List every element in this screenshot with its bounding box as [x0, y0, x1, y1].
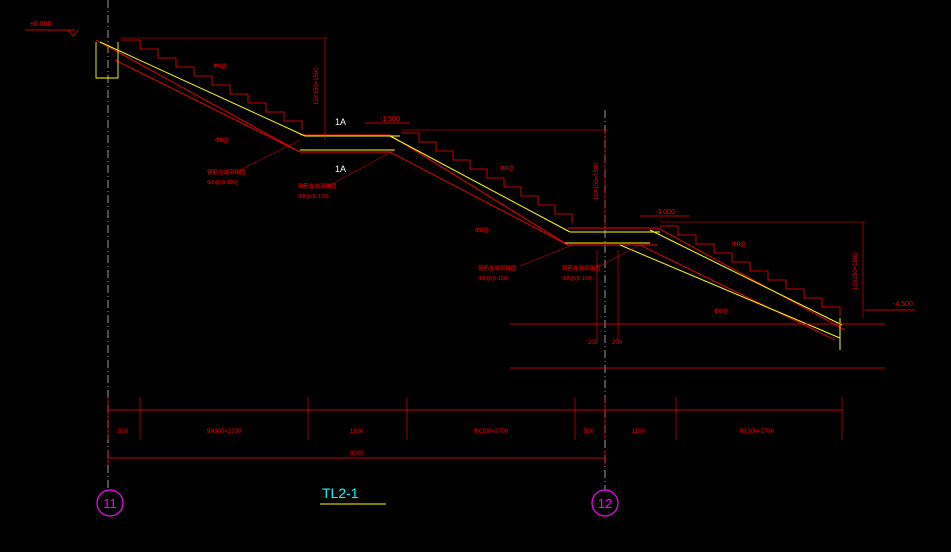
- note-line: 钢筋在端部锚固: [562, 264, 601, 272]
- leader-line: [239, 139, 301, 171]
- rebar-label: Φ8@: [215, 138, 229, 144]
- elevation-label: -1.500: [380, 116, 400, 123]
- note-line: Φ8@(8-100): [562, 276, 593, 282]
- dimension-label: 500: [584, 429, 595, 435]
- dimension-label: 1100: [632, 429, 646, 435]
- rebar-label: Φ8@: [500, 166, 514, 172]
- flight-height-label: 10X150=1500: [314, 67, 320, 105]
- dimension-label: 9X300=2700: [474, 429, 509, 435]
- axis-label: 11: [103, 496, 117, 511]
- elevation-label: ±0.000: [30, 21, 51, 28]
- axis-label: 12: [598, 496, 612, 511]
- note-line: Φ8@(8-100): [207, 180, 238, 186]
- drawing-title: TL2-1: [322, 485, 359, 501]
- slab-line: [657, 227, 846, 331]
- rebar-label: Φ8@: [732, 242, 746, 248]
- small-dimension-label: 200: [612, 340, 623, 346]
- section-mark: 1A: [335, 164, 346, 174]
- drawing-geometry: [25, 0, 915, 490]
- stair-steps: [402, 132, 573, 223]
- dimension-label: 9X300=2700: [207, 429, 242, 435]
- elevation-label: -4.500: [893, 301, 913, 308]
- rebar-label: Φ8@: [475, 228, 489, 234]
- rebar-line: [619, 244, 841, 339]
- axis-bubble: [591, 489, 619, 517]
- section-mark: 1A: [335, 117, 346, 127]
- dimension-total-label: 8000: [350, 451, 364, 457]
- slab-line: [114, 59, 301, 153]
- elevation-label: -3.000: [655, 209, 675, 216]
- note-line: 钢筋在端部锚固: [298, 182, 337, 190]
- rebar-line: [99, 41, 306, 137]
- slab-line: [95, 39, 301, 153]
- rebar-label: Φ8@: [213, 64, 227, 70]
- note-line: Φ8@(8-100): [478, 276, 509, 282]
- rebar-label: Φ8@: [714, 309, 728, 315]
- flight-height-label: 10X150=1500: [594, 162, 600, 200]
- elevation-marker: [72, 29, 79, 37]
- slab-line: [389, 151, 569, 246]
- note-line: 钢筋在端部锚固: [207, 168, 246, 176]
- slab-line: [639, 244, 836, 341]
- dimension-label: 500: [118, 429, 129, 435]
- leader-line: [329, 149, 396, 186]
- beam-outline: [95, 42, 119, 79]
- stair-steps: [660, 225, 841, 316]
- dimension-label: 9X300=2700: [740, 429, 775, 435]
- elevation-marker: [67, 29, 74, 37]
- leader-line: [599, 244, 641, 267]
- rebar-line: [649, 229, 843, 326]
- leader-line: [519, 244, 573, 267]
- stair-steps: [122, 39, 303, 130]
- note-line: 钢筋在端部锚固: [478, 264, 517, 272]
- axis-bubble: [96, 489, 124, 517]
- dimension-label: 1600: [350, 429, 364, 435]
- slab-line: [389, 134, 569, 246]
- flight-height-label: 10X150=1500: [853, 252, 859, 290]
- note-line: Φ8@(8-100): [298, 194, 329, 200]
- rebar-line: [389, 135, 571, 233]
- small-dimension-label: 200: [588, 340, 599, 346]
